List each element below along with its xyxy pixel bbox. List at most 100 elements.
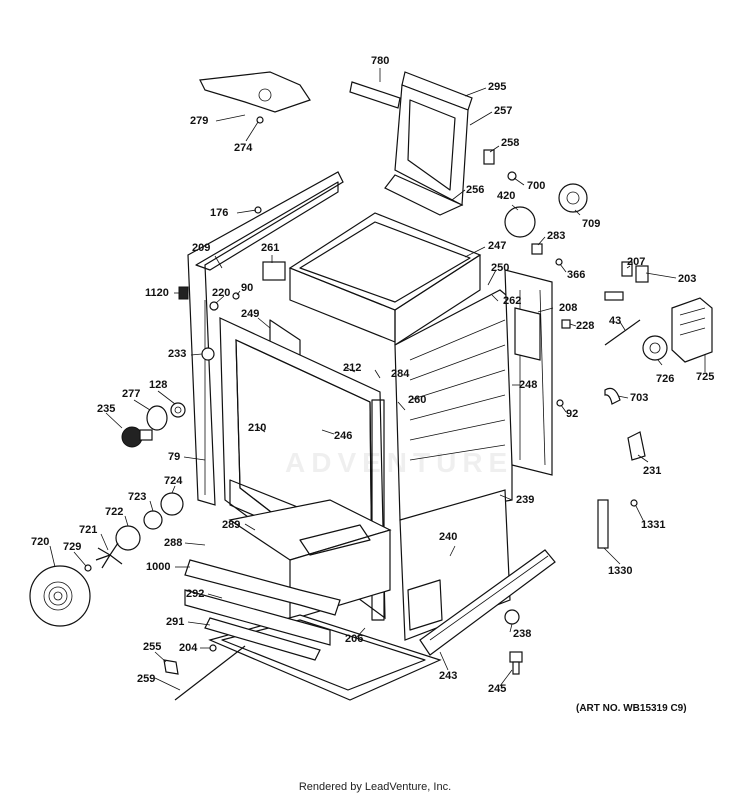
label-279: 279: [190, 115, 209, 127]
label-780: 780: [371, 55, 390, 67]
label-700: 700: [527, 180, 546, 192]
label-723: 723: [128, 491, 147, 503]
label-722: 722: [105, 506, 124, 518]
part-277: [146, 405, 168, 431]
label-204: 204: [179, 642, 198, 654]
part-274: [256, 116, 264, 124]
left-side-panel: [187, 171, 344, 506]
label-79: 79: [168, 451, 181, 463]
part-709: [558, 183, 588, 213]
label-259: 259: [137, 673, 156, 685]
label-1330: 1330: [608, 565, 633, 577]
kick-plate: [419, 549, 556, 656]
part-208: [604, 291, 624, 301]
part-1330: [597, 499, 609, 549]
label-249: 249: [241, 308, 260, 320]
oven-cavity: [269, 212, 513, 521]
label-721: 721: [79, 524, 98, 536]
label-210: 210: [248, 422, 267, 434]
part-220: [209, 301, 219, 311]
label-255: 255: [143, 641, 162, 653]
part-420: [504, 206, 536, 238]
label-260: 260: [408, 394, 427, 406]
art-number: (ART NO. WB15319 C9): [576, 703, 687, 714]
label-208: 208: [559, 302, 578, 314]
label-277: 277: [122, 388, 141, 400]
label-289: 289: [222, 519, 241, 531]
burner-valve-279: [199, 71, 311, 113]
label-209: 209: [192, 242, 211, 254]
part-780: [349, 81, 401, 109]
label-235: 235: [97, 403, 116, 415]
vent-duct: [384, 71, 473, 216]
part-231: [627, 431, 646, 461]
label-248: 248: [519, 379, 538, 391]
label-729: 729: [63, 541, 82, 553]
label-283: 283: [547, 230, 566, 242]
label-261: 261: [261, 242, 280, 254]
label-206: 206: [345, 633, 364, 645]
label-1331: 1331: [641, 519, 666, 531]
label-243: 243: [439, 670, 458, 682]
part-723: [143, 510, 163, 530]
part-128: [170, 402, 186, 418]
part-261: [262, 261, 286, 281]
part-233: [201, 347, 215, 361]
label-231: 231: [643, 465, 662, 477]
label-245: 245: [488, 683, 507, 695]
label-257: 257: [494, 105, 513, 117]
part-228: [561, 319, 571, 329]
label-238: 238: [513, 628, 532, 640]
label-709: 709: [582, 218, 601, 230]
label-220: 220: [212, 287, 231, 299]
part-92: [556, 399, 564, 407]
part-259: [174, 645, 246, 701]
label-262: 262: [503, 295, 522, 307]
part-720: [29, 565, 91, 627]
label-1120: 1120: [145, 287, 169, 299]
part-722: [115, 525, 141, 551]
label-284: 284: [391, 368, 410, 380]
label-43: 43: [609, 315, 622, 327]
label-212: 212: [343, 362, 362, 374]
part-283: [531, 243, 543, 255]
label-703: 703: [630, 392, 649, 404]
label-1000: 1000: [146, 561, 171, 573]
label-366: 366: [567, 269, 586, 281]
part-724: [160, 492, 184, 516]
label-250: 250: [491, 262, 510, 274]
part-258: [483, 149, 495, 165]
label-256: 256: [466, 184, 485, 196]
label-726: 726: [656, 373, 675, 385]
label-725: 725: [696, 371, 715, 383]
part-725: [671, 297, 713, 363]
label-247: 247: [488, 240, 507, 252]
part-729: [84, 564, 92, 572]
base-pan: [184, 559, 442, 701]
leader-lines: [49, 68, 706, 691]
label-258: 258: [501, 137, 520, 149]
label-291: 291: [166, 616, 185, 628]
label-90: 90: [241, 282, 254, 294]
watermark: ADVENTURE: [285, 447, 514, 478]
label-288: 288: [164, 537, 183, 549]
footer-credit: Rendered by LeadVenture, Inc.: [298, 781, 452, 793]
label-233: 233: [168, 348, 187, 360]
label-92: 92: [566, 408, 579, 420]
part-721: [95, 542, 123, 569]
part-726: [642, 335, 668, 361]
label-724: 724: [164, 475, 183, 487]
part-207-203: [621, 261, 649, 283]
part-43: [604, 319, 641, 346]
label-128: 128: [149, 379, 168, 391]
label-420: 420: [497, 190, 516, 202]
part-703: [604, 387, 621, 405]
part-366: [555, 258, 563, 266]
label-239: 239: [516, 494, 535, 506]
right-side-panel: [504, 269, 553, 476]
part-204: [209, 644, 217, 652]
label-240: 240: [439, 531, 458, 543]
part-1331: [630, 499, 638, 507]
